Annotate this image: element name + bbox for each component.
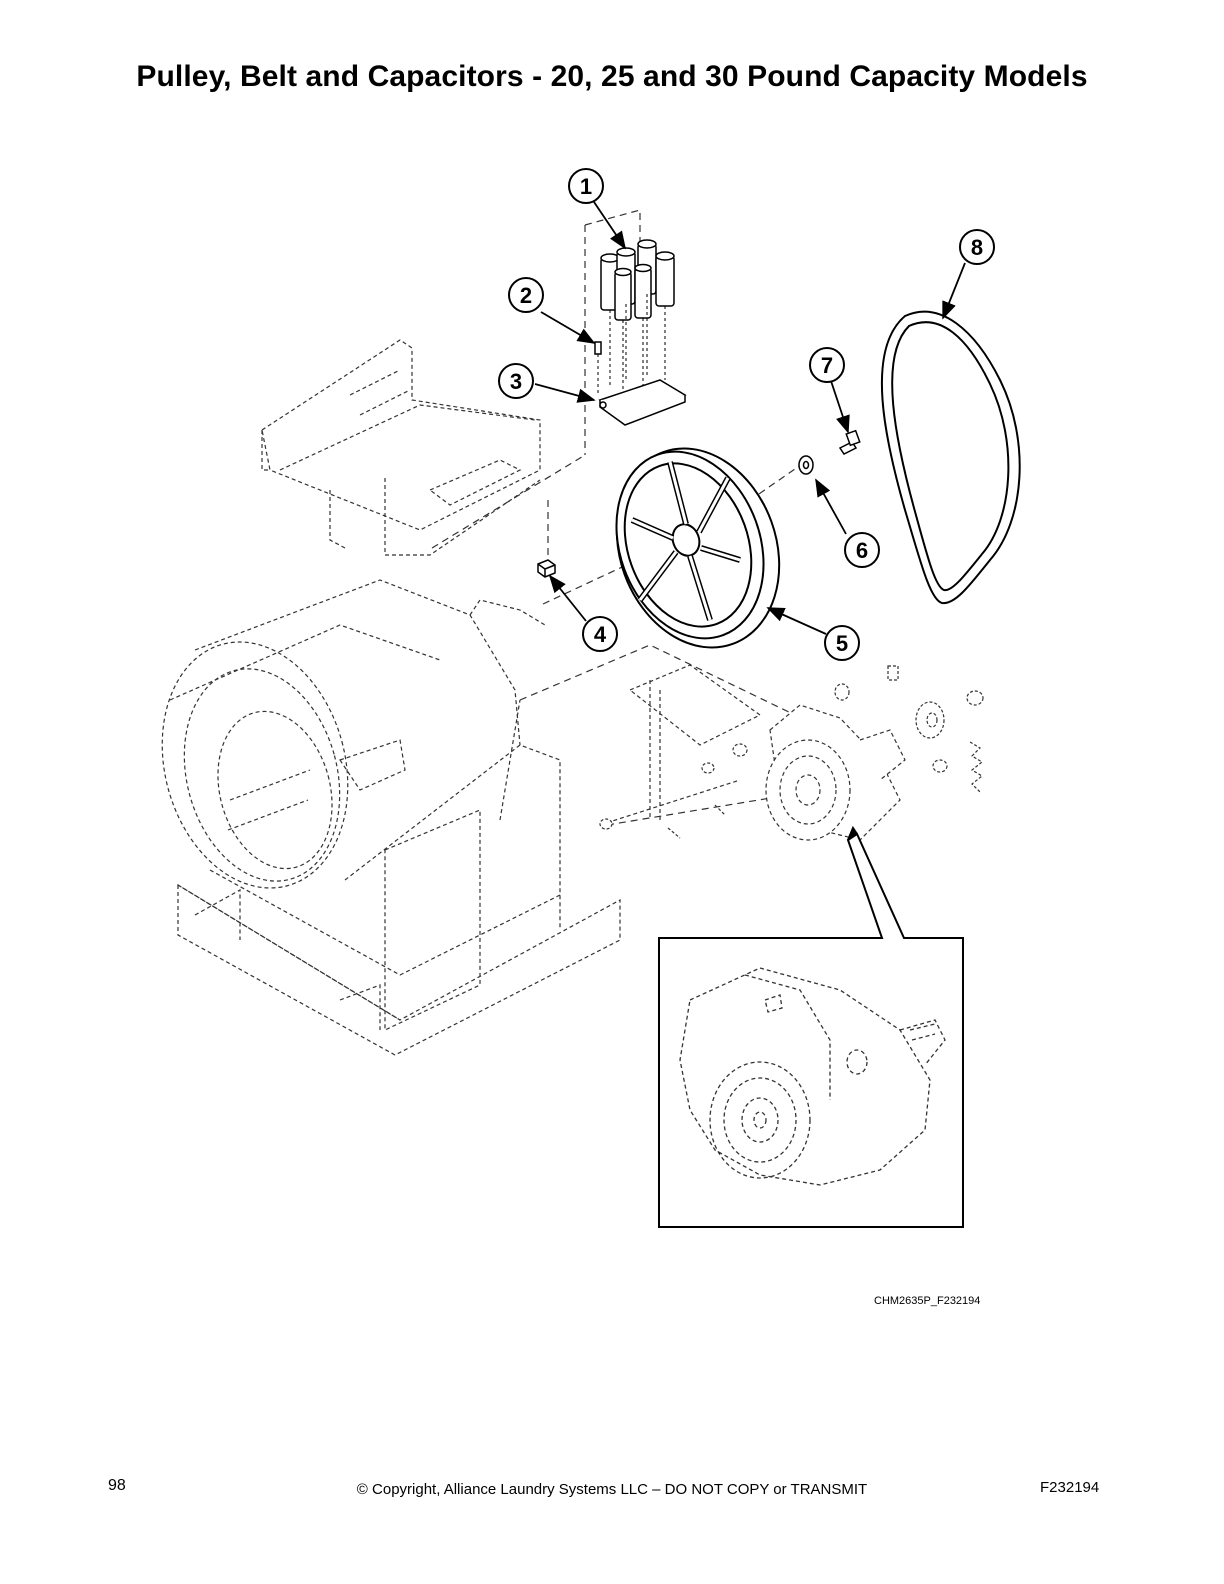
page-number: 98 [108,1477,126,1494]
control-bracket-assembly [261,339,541,556]
callout-5: 5 [836,631,848,656]
screw-part [594,341,602,395]
callout-3-circle [498,363,534,399]
callout-leaders [534,201,966,635]
motor [765,704,906,841]
callout-8: 8 [971,235,983,260]
callout-5-circle [824,625,860,661]
key-part [537,559,556,578]
document-id: F232194 [1040,1479,1100,1496]
callout-2-circle [508,277,544,313]
motor-mount-bracket [599,664,762,826]
drive-belt [880,310,1021,605]
callout-4-circle [582,616,618,652]
callout-1-circle [568,168,604,204]
capacitors-group [600,239,675,390]
callout-7: 7 [821,353,833,378]
callout-labels: 1 2 3 4 5 6 7 8 [510,174,983,656]
callout-8-circle [959,229,995,265]
pulley-wheel [615,447,781,649]
washer-part [798,455,814,475]
callout-4: 4 [594,622,607,647]
motor-detail-inset [658,825,964,1228]
bolt-part [838,429,861,455]
washer-cabinet [161,579,621,1056]
callout-6: 6 [856,538,868,563]
callout-7-circle [809,347,845,383]
copyright-notice: © Copyright, Alliance Laundry Systems LL… [356,1481,868,1498]
callout-2: 2 [520,283,532,308]
callout-6-circle [844,532,880,568]
page-title: Pulley, Belt and Capacitors - 20, 25 and… [136,60,1088,93]
callout-1: 1 [580,174,592,199]
motor-hardware [599,665,984,839]
figure-id: CHM2635P_F232194 [874,1295,981,1307]
capacitor-bracket [598,379,687,426]
callout-circles [498,168,995,661]
callout-3: 3 [510,369,522,394]
